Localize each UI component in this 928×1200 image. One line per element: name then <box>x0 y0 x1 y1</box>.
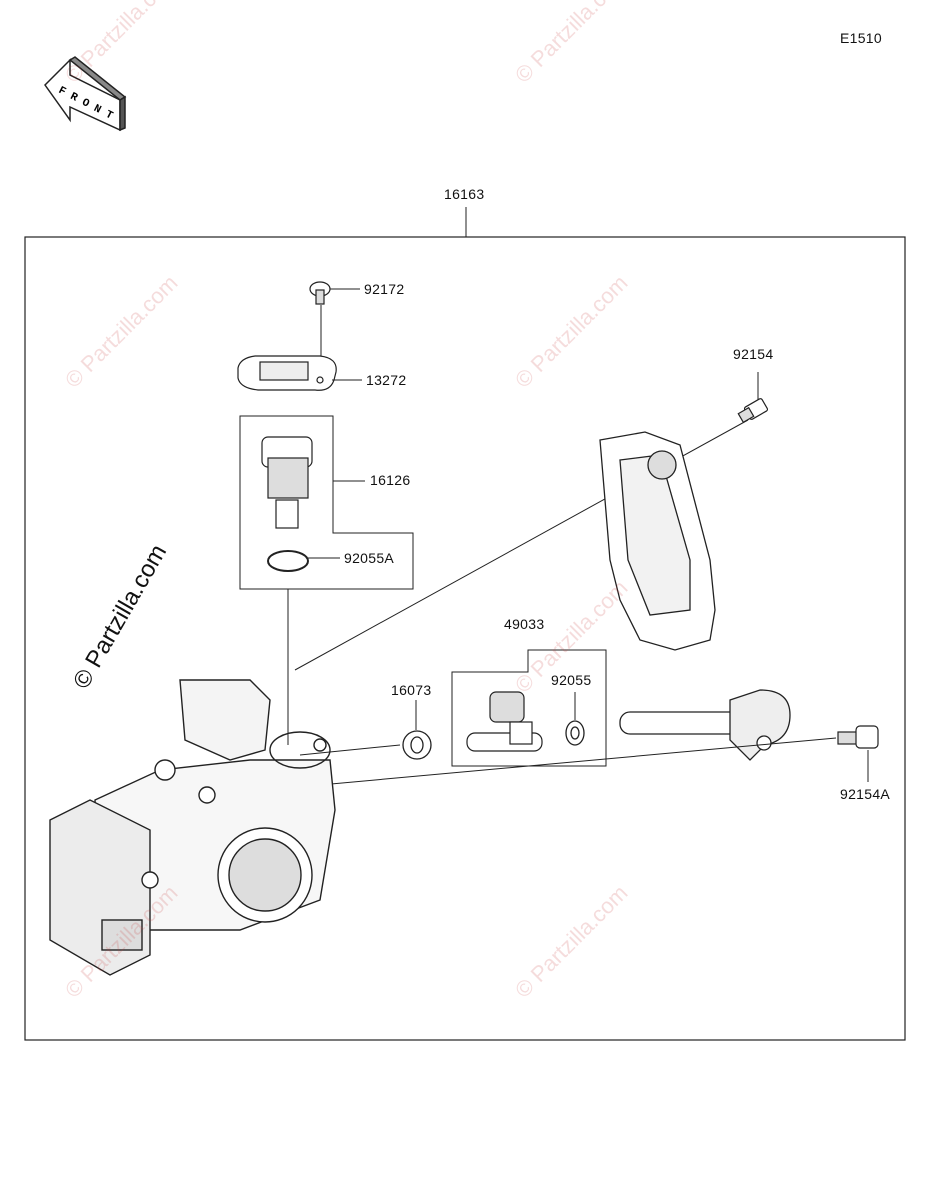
fuel-rail-icon <box>619 689 791 761</box>
screw-icon <box>309 281 331 305</box>
part-label-bolt-right[interactable]: 92154A <box>840 786 891 802</box>
throttle-cover-icon <box>599 431 716 651</box>
assembly-frame <box>24 236 906 1041</box>
bolt-icon <box>837 725 879 749</box>
part-label-sensor[interactable]: 16126 <box>370 472 411 488</box>
part-label-oring-a[interactable]: 92055A <box>344 550 395 566</box>
part-label-bolt-top[interactable]: 92154 <box>733 346 774 362</box>
seal-ring-icon <box>402 730 432 760</box>
part-label-screw[interactable]: 92172 <box>364 281 405 297</box>
front-arrow-icon <box>44 56 127 132</box>
part-label-injector[interactable]: 49033 <box>504 616 545 632</box>
bolt-icon <box>737 398 769 424</box>
sensor-icon <box>261 436 313 572</box>
part-label-seal[interactable]: 16073 <box>391 682 432 698</box>
oring-icon <box>565 720 585 746</box>
diagram-id: E1510 <box>840 30 882 46</box>
part-label-oring[interactable]: 92055 <box>551 672 592 688</box>
cover-plate-icon <box>237 355 337 391</box>
part-label-plate[interactable]: 13272 <box>366 372 407 388</box>
part-label-assembly[interactable]: 16163 <box>444 186 485 202</box>
injector-icon <box>466 691 543 752</box>
throttle-body-icon <box>49 679 336 976</box>
